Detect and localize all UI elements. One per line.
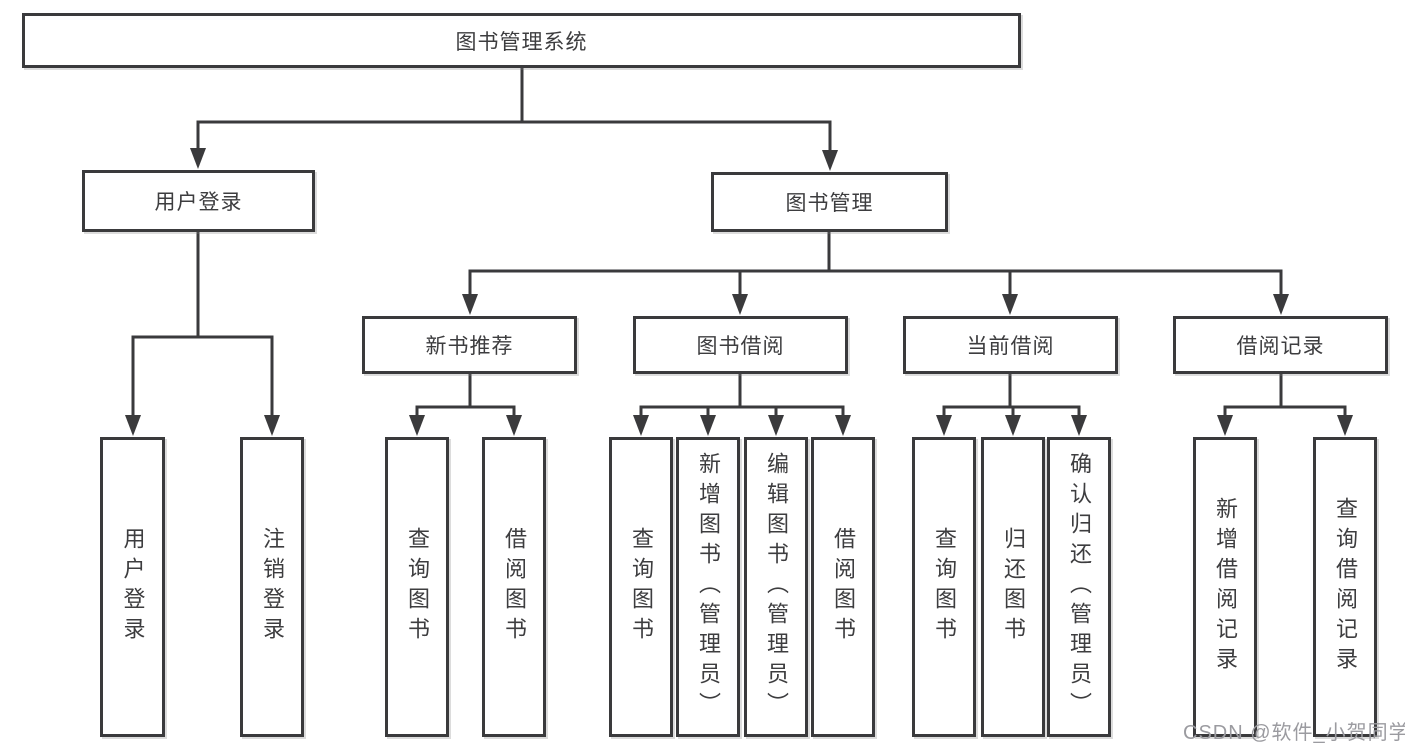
leaf-label: 确认归还（管理员） [1067,452,1092,722]
node-label: 图书借阅 [696,335,785,358]
leaf-label: 借阅图书 [502,527,527,647]
leaf-add-books-admin: 新增图书（管理员） [676,437,740,737]
leaf-label: 查询图书 [405,527,430,647]
leaf-user-login: 用户登录 [100,437,165,737]
leaf-logout: 注销登录 [240,437,304,737]
leaf-label: 查询图书 [932,527,957,647]
leaf-confirm-return-admin: 确认归还（管理员） [1047,437,1111,737]
node-library-management-system: 图书管理系统 [22,13,1021,68]
leaf-borrow-books-borrowing: 借阅图书 [811,437,875,737]
csdn-watermark: CSDN @软件_小贺同学 [1183,722,1405,744]
node-book-borrowing: 图书借阅 [633,316,848,374]
leaf-query-books-borrowing: 查询图书 [609,437,673,737]
leaf-label: 编辑图书（管理员） [764,452,789,722]
leaf-label: 用户登录 [120,527,146,647]
leaf-label: 借阅图书 [831,527,856,647]
leaf-label: 注销登录 [260,527,285,647]
leaf-borrow-books-recommend: 借阅图书 [482,437,546,737]
leaf-label: 查询图书 [629,527,654,647]
leaf-query-borrow-record: 查询借阅记录 [1313,437,1377,737]
node-user-login: 用户登录 [82,170,315,232]
node-current-borrowing: 当前借阅 [903,316,1118,374]
leaf-return-books: 归还图书 [981,437,1045,737]
node-label: 新书推荐 [425,335,514,358]
leaf-add-borrow-record: 新增借阅记录 [1193,437,1257,737]
leaf-label: 查询借阅记录 [1333,497,1358,677]
node-label: 图书管理系统 [455,30,588,54]
node-label: 借阅记录 [1236,335,1325,358]
node-borrowing-records: 借阅记录 [1173,316,1388,374]
node-label: 图书管理 [785,192,874,215]
leaf-label: 归还图书 [1001,527,1026,647]
leaf-label: 新增图书（管理员） [696,452,721,722]
leaf-query-books-current: 查询图书 [912,437,976,737]
leaf-edit-books-admin: 编辑图书（管理员） [744,437,808,737]
leaf-label: 新增借阅记录 [1213,497,1238,677]
node-book-management: 图书管理 [711,172,948,232]
node-label: 当前借阅 [966,335,1055,358]
node-new-book-recommendation: 新书推荐 [362,316,577,374]
leaf-query-books-recommend: 查询图书 [385,437,449,737]
node-label: 用户登录 [154,191,243,214]
